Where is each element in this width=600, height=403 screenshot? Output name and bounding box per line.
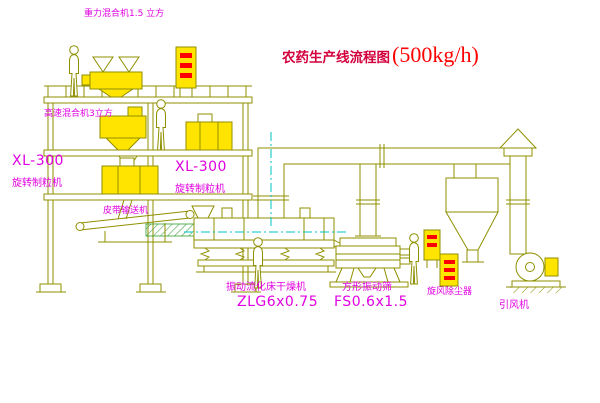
label-dryer-name: 振动流化床干燥机	[226, 282, 306, 293]
granulator-mid	[185, 113, 233, 151]
centerlines	[184, 132, 348, 233]
worker-figure-screen	[409, 233, 419, 285]
belt-conveyor	[75, 210, 195, 243]
label-granulator-mid-name: 旋转制粒机	[175, 184, 225, 195]
granulator-left	[101, 157, 159, 220]
exhaust-stack	[498, 128, 538, 255]
worker-figure-second-floor	[156, 99, 166, 151]
drawing-title: 农药生产线流程图 (500kg/h)	[282, 42, 479, 68]
control-cabinet-right	[439, 253, 459, 287]
label-screen-name: 方形振动筛	[342, 282, 392, 293]
label-granulator-left-name: 旋转制粒机	[12, 178, 62, 189]
worker-figure-top-floor	[69, 45, 79, 97]
label-induced-draft-fan: 引风机	[499, 300, 529, 311]
control-cabinet-top	[175, 46, 197, 97]
vibrating-screen	[329, 237, 411, 288]
induced-draft-fan	[506, 252, 566, 293]
label-screen-model: FS0.6x1.5	[334, 294, 409, 310]
drawing-capacity-text: (500kg/h)	[392, 42, 479, 67]
label-belt-conveyor: 皮带输送机	[103, 206, 149, 216]
label-high-speed-mixer: 高速混合机3立方	[44, 109, 113, 119]
cyclone-separator	[445, 177, 499, 263]
label-gravity-mixer: 重力混合机1.5 立方	[84, 9, 165, 19]
control-cabinet-mid	[423, 229, 441, 268]
gravity-mixer	[81, 56, 143, 98]
label-granulator-left-model: XL-300	[12, 153, 64, 169]
stack-rain-cap	[498, 128, 538, 157]
label-dryer-model: ZLG6x0.75	[237, 294, 319, 310]
worker-figure-ground	[253, 237, 263, 289]
drawing-title-text: 农药生产线流程图	[282, 50, 390, 66]
label-granulator-mid-model: XL-300	[175, 159, 227, 175]
exhaust-duct	[253, 144, 513, 237]
label-cyclone: 旋风除尘器	[427, 287, 473, 297]
fluid-bed-dryer	[191, 205, 353, 273]
